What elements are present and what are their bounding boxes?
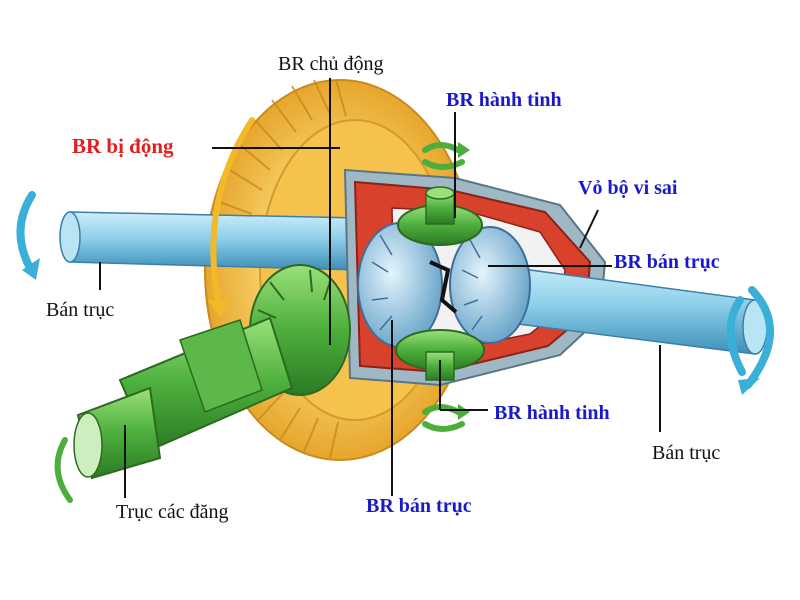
planet-gears bbox=[395, 186, 485, 381]
rotation-arrow-icon bbox=[210, 117, 255, 303]
leader-lines bbox=[99, 78, 661, 498]
label-truc-cac-dang: Trục các đăng bbox=[116, 501, 229, 523]
label-ban-truc-right: Bán trục bbox=[652, 442, 721, 464]
label-br-hanh-tinh-bottom: BR hành tinh bbox=[494, 402, 610, 424]
label-br-bi-dong: BR bị động bbox=[72, 134, 174, 158]
propeller-shaft bbox=[73, 316, 294, 480]
label-ban-truc-left: Bán trục bbox=[46, 299, 115, 321]
label-br-hanh-tinh-top: BR hành tinh bbox=[446, 89, 562, 111]
rotation-arrow-icon bbox=[22, 258, 760, 395]
label-vo-bo-vi-sai: Vỏ bộ vi sai bbox=[578, 177, 678, 199]
side-gears bbox=[357, 222, 531, 348]
rotation-arrow-icon bbox=[208, 300, 230, 318]
rotation-arrow-icon bbox=[458, 142, 470, 420]
label-br-ban-truc-right: BR bán trục bbox=[614, 251, 720, 273]
left-half-shaft bbox=[59, 211, 361, 271]
rotation-arrow-icon bbox=[16, 191, 775, 389]
label-br-chu-dong: BR chủ động bbox=[278, 53, 384, 75]
label-br-ban-truc-bottom: BR bán trục bbox=[366, 495, 472, 517]
